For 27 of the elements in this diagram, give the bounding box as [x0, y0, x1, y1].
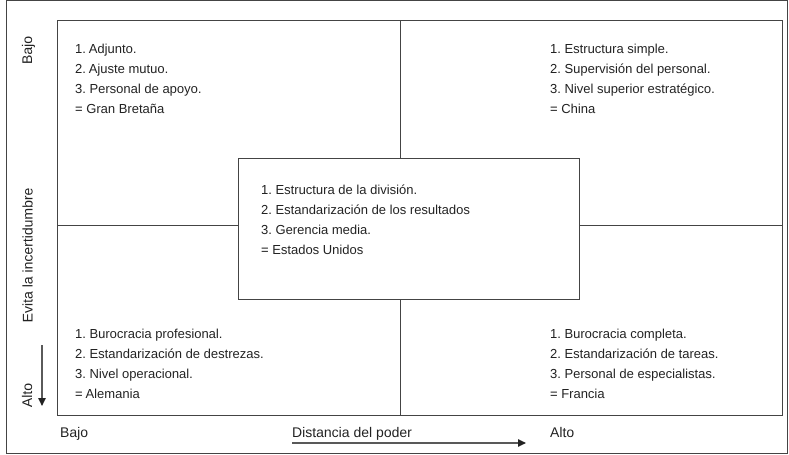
list-item: = China	[550, 101, 596, 117]
list-item: 3. Personal de apoyo.	[75, 81, 202, 97]
list-item: 2. Supervisión del personal.	[550, 61, 710, 77]
list-item: 2. Ajuste mutuo.	[75, 61, 168, 77]
list-item: 3. Gerencia media.	[261, 222, 371, 238]
list-item: = Gran Bretaña	[75, 101, 164, 117]
list-item: 1. Burocracia profesional.	[75, 326, 222, 342]
list-item: 3. Nivel superior estratégico.	[550, 81, 715, 97]
list-item: 3. Nivel operacional.	[75, 366, 193, 382]
list-item: = Francia	[550, 386, 605, 402]
list-item: 1. Burocracia completa.	[550, 326, 687, 342]
axis-title: Evita la incertidumbre	[18, 188, 35, 322]
list-item: = Alemania	[75, 386, 140, 402]
axis-label: Alto	[550, 424, 574, 440]
list-item: 1. Estructura de la división.	[261, 182, 418, 198]
list-item: 2. Estandarización de los resultados	[261, 202, 470, 218]
axis-label: Alto	[19, 382, 36, 408]
list-item: 1. Estructura simple.	[550, 41, 668, 57]
axis-label: Bajo	[60, 424, 88, 440]
list-item: 3. Personal de especialistas.	[550, 366, 716, 382]
axis-title: Distancia del poder	[292, 424, 412, 440]
center-box	[238, 158, 580, 300]
list-item: = Estados Unidos	[261, 242, 364, 258]
list-item: 1. Adjunto.	[75, 41, 136, 57]
list-item: 2. Estandarización de tareas.	[550, 346, 718, 362]
axis-label: Bajo	[19, 36, 36, 64]
list-item: 2. Estandarización de destrezas.	[75, 346, 264, 362]
